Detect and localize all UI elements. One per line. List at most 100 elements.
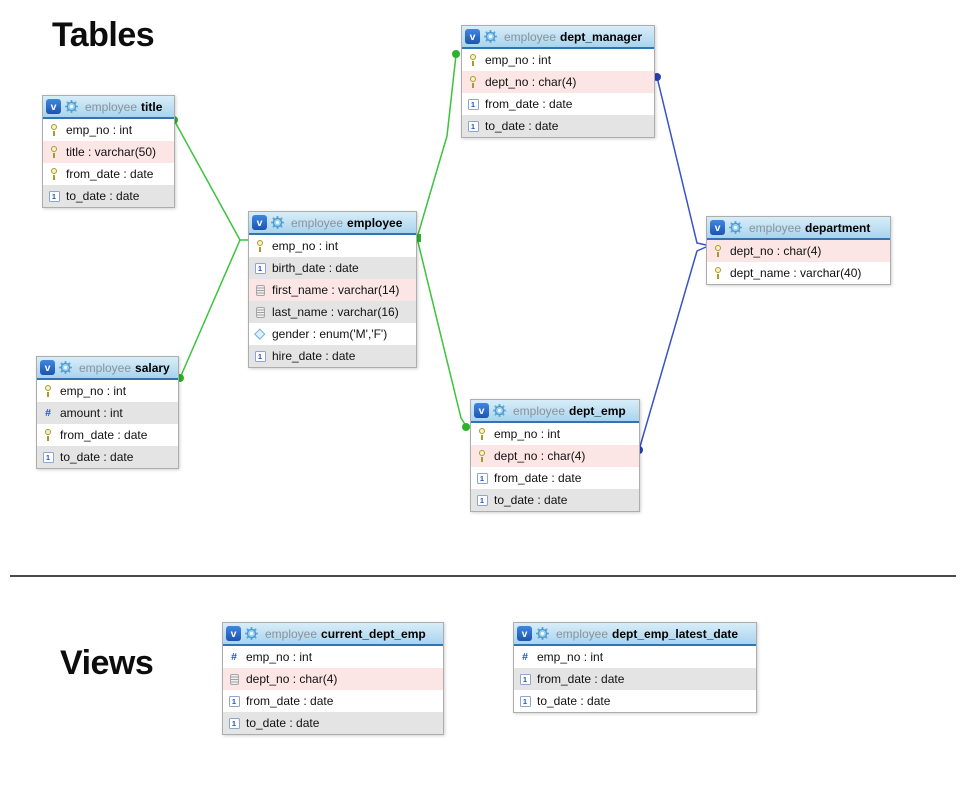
- text-icon: [228, 673, 240, 685]
- enum-icon: [254, 328, 266, 340]
- table-header[interactable]: v employee dept_emp_latest_date: [514, 623, 756, 646]
- table-name: salary: [135, 360, 170, 375]
- table-header[interactable]: v employee department: [707, 217, 890, 240]
- table-header[interactable]: v employee employee: [249, 212, 416, 235]
- entity-dept-manager[interactable]: v employee dept_manager emp_no : int dep…: [461, 25, 655, 138]
- entity-salary[interactable]: v employee salary emp_no : int amount : …: [36, 356, 179, 469]
- entity-title[interactable]: v employee title emp_no : int title : va…: [42, 95, 175, 208]
- view-badge-icon: v: [226, 626, 241, 641]
- column-row[interactable]: from_date : date: [37, 424, 178, 446]
- section-divider: [10, 575, 956, 577]
- column-text: from_date : date: [66, 167, 154, 181]
- column-text: emp_no : int: [537, 650, 604, 664]
- view-badge-icon: v: [40, 360, 55, 375]
- table-header[interactable]: v employee current_dept_emp: [223, 623, 443, 646]
- column-text: amount : int: [60, 406, 123, 420]
- column-row[interactable]: to_date : date: [514, 690, 756, 712]
- column-text: last_name : varchar(16): [272, 305, 399, 319]
- column-row[interactable]: from_date : date: [43, 163, 174, 185]
- column-row[interactable]: to_date : date: [37, 446, 178, 468]
- column-row[interactable]: first_name : varchar(14): [249, 279, 416, 301]
- column-row[interactable]: gender : enum('M','F'): [249, 323, 416, 345]
- gear-icon: [493, 404, 506, 417]
- schema-name: employee: [265, 626, 318, 641]
- column-row[interactable]: dept_no : char(4): [223, 668, 443, 690]
- column-row[interactable]: from_date : date: [462, 93, 654, 115]
- entity-dept-emp-latest-date[interactable]: v employee dept_emp_latest_date emp_no :…: [513, 622, 757, 713]
- column-row[interactable]: hire_date : date: [249, 345, 416, 367]
- date-icon: [467, 120, 479, 132]
- date-icon: [476, 472, 488, 484]
- column-row[interactable]: dept_no : char(4): [707, 240, 890, 262]
- view-badge-icon: v: [517, 626, 532, 641]
- date-icon: [519, 673, 531, 685]
- table-header[interactable]: v employee dept_manager: [462, 26, 654, 49]
- column-text: emp_no : int: [494, 427, 561, 441]
- column-text: from_date : date: [60, 428, 148, 442]
- table-name: employee: [347, 215, 403, 230]
- column-row[interactable]: to_date : date: [462, 115, 654, 137]
- connector-employee-dept-manager: [416, 54, 457, 239]
- column-text: hire_date : date: [272, 349, 356, 363]
- text-icon: [254, 306, 266, 318]
- table-header[interactable]: v employee title: [43, 96, 174, 119]
- column-row[interactable]: emp_no : int: [462, 49, 654, 71]
- date-icon: [42, 451, 54, 463]
- table-name: dept_emp_latest_date: [612, 626, 739, 641]
- date-icon: [48, 190, 60, 202]
- column-row[interactable]: dept_name : varchar(40): [707, 262, 890, 284]
- schema-name: employee: [513, 403, 566, 418]
- entity-employee[interactable]: v employee employee emp_no : int birth_d…: [248, 211, 417, 368]
- table-name: title: [141, 99, 163, 114]
- column-row[interactable]: to_date : date: [43, 185, 174, 207]
- view-badge-icon: v: [46, 99, 61, 114]
- column-row[interactable]: emp_no : int: [223, 646, 443, 668]
- column-row[interactable]: birth_date : date: [249, 257, 416, 279]
- primary-key-icon: [254, 240, 266, 252]
- table-name: dept_emp: [569, 403, 626, 418]
- date-icon: [228, 695, 240, 707]
- primary-key-icon: [467, 76, 479, 88]
- primary-key-icon: [476, 428, 488, 440]
- entity-dept-emp[interactable]: v employee dept_emp emp_no : int dept_no…: [470, 399, 640, 512]
- column-row[interactable]: from_date : date: [471, 467, 639, 489]
- column-text: emp_no : int: [485, 53, 552, 67]
- column-text: first_name : varchar(14): [272, 283, 400, 297]
- column-text: to_date : date: [485, 119, 559, 133]
- column-row[interactable]: title : varchar(50): [43, 141, 174, 163]
- entity-department[interactable]: v employee department dept_no : char(4) …: [706, 216, 891, 285]
- column-row[interactable]: emp_no : int: [514, 646, 756, 668]
- column-row[interactable]: last_name : varchar(16): [249, 301, 416, 323]
- connector-title-employee: [173, 119, 248, 241]
- date-icon: [228, 717, 240, 729]
- column-row[interactable]: emp_no : int: [471, 423, 639, 445]
- column-row[interactable]: from_date : date: [514, 668, 756, 690]
- connector-endpoint-dot: [462, 423, 470, 431]
- gear-icon: [729, 221, 742, 234]
- primary-key-icon: [467, 54, 479, 66]
- schema-name: employee: [291, 215, 344, 230]
- numeric-icon: [228, 651, 240, 663]
- gear-icon: [59, 361, 72, 374]
- column-row[interactable]: dept_no : char(4): [471, 445, 639, 467]
- table-header[interactable]: v employee salary: [37, 357, 178, 380]
- column-row[interactable]: dept_no : char(4): [462, 71, 654, 93]
- column-row[interactable]: emp_no : int: [249, 235, 416, 257]
- column-row[interactable]: amount : int: [37, 402, 178, 424]
- column-text: dept_no : char(4): [246, 672, 338, 686]
- column-text: to_date : date: [60, 450, 134, 464]
- table-header[interactable]: v employee dept_emp: [471, 400, 639, 423]
- column-row[interactable]: to_date : date: [223, 712, 443, 734]
- column-row[interactable]: from_date : date: [223, 690, 443, 712]
- schema-name: employee: [504, 29, 557, 44]
- column-row[interactable]: emp_no : int: [37, 380, 178, 402]
- gear-icon: [245, 627, 258, 640]
- column-row[interactable]: to_date : date: [471, 489, 639, 511]
- view-badge-icon: v: [252, 215, 267, 230]
- column-text: dept_no : char(4): [485, 75, 577, 89]
- column-row[interactable]: emp_no : int: [43, 119, 174, 141]
- column-text: to_date : date: [537, 694, 611, 708]
- entity-current-dept-emp[interactable]: v employee current_dept_emp emp_no : int…: [222, 622, 444, 735]
- gear-icon: [65, 100, 78, 113]
